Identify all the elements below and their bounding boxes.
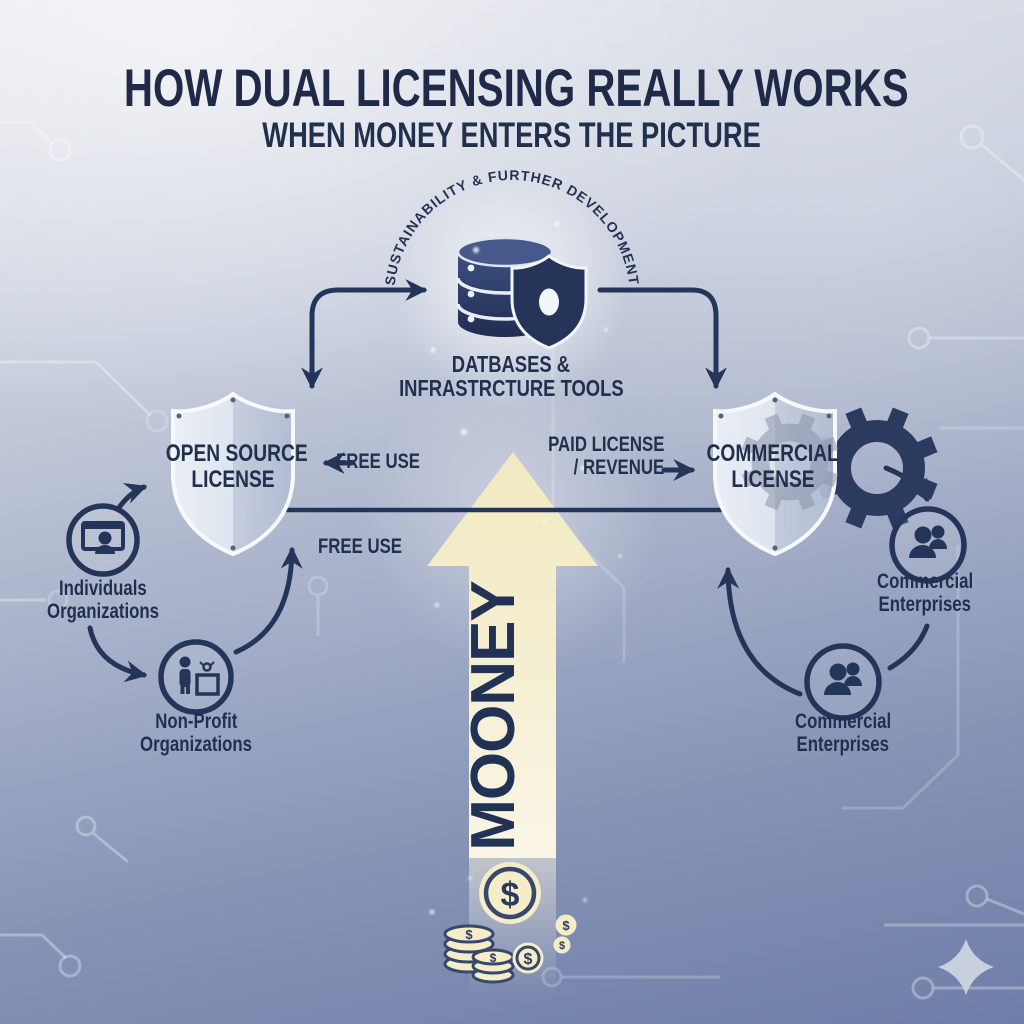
hub-label-line2: INFRASTRCTURE TOOLS — [398, 375, 624, 402]
individuals-line2: Organizations — [46, 600, 160, 624]
arrow-commercial-shield — [717, 566, 803, 697]
commercial-line2: LICENSE — [731, 466, 815, 494]
coin-dollar-text: $ — [501, 876, 520, 914]
free-use-top-label: FREE USE — [336, 450, 441, 473]
nonprofit-line1: Non-Profit — [154, 710, 238, 733]
nonprofit-line2: Organizations — [139, 733, 253, 757]
svg-text:$: $ — [490, 951, 497, 965]
coin-stack-right: $ — [471, 948, 515, 984]
gear-overlay-icon — [741, 413, 839, 511]
paid-license-line1: PAID LICENSE — [547, 433, 664, 456]
sparkle-dots — [429, 221, 622, 915]
open-source-line1: OPEN SOURCE — [165, 440, 308, 467]
open-source-line2: LICENSE — [191, 466, 275, 494]
page-title: HOW DUAL LICENSING REALLY WORKS — [0, 58, 1024, 119]
commercial-bottom-line1: Commercial — [794, 710, 892, 733]
free-use-bottom-text: FREE USE — [318, 535, 403, 558]
individuals-label: Individuals Organizations — [13, 577, 193, 623]
arrow-hub-openshield — [300, 278, 428, 390]
person-donation-box-icon — [158, 639, 234, 715]
people-group-icon — [889, 506, 967, 584]
svg-text:$: $ — [465, 927, 473, 942]
arrow-individuals-nonprofit — [87, 625, 148, 683]
svg-text:$: $ — [559, 940, 565, 952]
free-use-top-text: FREE USE — [336, 450, 421, 473]
circuit-trace-decor — [0, 120, 1024, 1000]
paid-license-line2: / REVENUE — [573, 456, 664, 480]
database-shield-icon — [456, 236, 588, 350]
sparkle-icon — [938, 939, 994, 995]
arrow-hub-commercialshield — [597, 287, 728, 390]
open-source-shield-label: OPEN SOURCE LICENSE — [148, 440, 318, 494]
arrow-free-use-bottom — [233, 546, 303, 655]
commercial-bottom-label: Commercial Enterprises — [753, 710, 933, 756]
hub-label: DATBASES & INFRASTRCTURE TOOLS — [361, 352, 661, 401]
dollar-coins-icon: $ $ $ $ $ $ — [443, 862, 577, 984]
hub-label-line1: DATBASES & — [451, 351, 571, 377]
individuals-line1: Individuals — [59, 577, 147, 600]
svg-text:$: $ — [562, 918, 570, 933]
nonprofit-label: Non-Profit Organizations — [106, 710, 286, 756]
commercial-line1: COMMERCIAL — [706, 440, 840, 467]
svg-text:$: $ — [524, 951, 533, 968]
money-arrow-label: MOONEY — [459, 581, 528, 851]
page-subtitle-text: WHEN MONEY ENTERS THE PICTURE — [262, 116, 762, 155]
money-arrow-shape — [427, 452, 598, 858]
page-subtitle: WHEN MONEY ENTERS THE PICTURE — [0, 116, 1024, 156]
arrow-individuals-shield — [115, 482, 148, 512]
commercial-top-label: Commercial Enterprises — [835, 570, 1015, 616]
page-title-text: HOW DUAL LICENSING REALLY WORKS — [123, 59, 909, 118]
curve-commercial-top-bottom — [887, 623, 930, 671]
paid-license-label: PAID LICENSE / REVENUE — [512, 433, 664, 479]
commercial-top-line1: Commercial — [876, 570, 974, 593]
money-arrow: MOONEY — [427, 452, 598, 996]
commercial-bottom-line2: Enterprises — [796, 733, 890, 757]
commercial-shield-label: COMMERCIAL LICENSE — [688, 440, 858, 494]
free-use-bottom-label: FREE USE — [318, 535, 423, 558]
commercial-top-line2: Enterprises — [878, 593, 972, 617]
person-at-screen-icon — [66, 503, 140, 577]
people-group-icon — [804, 643, 882, 721]
open-source-shield — [171, 391, 295, 557]
